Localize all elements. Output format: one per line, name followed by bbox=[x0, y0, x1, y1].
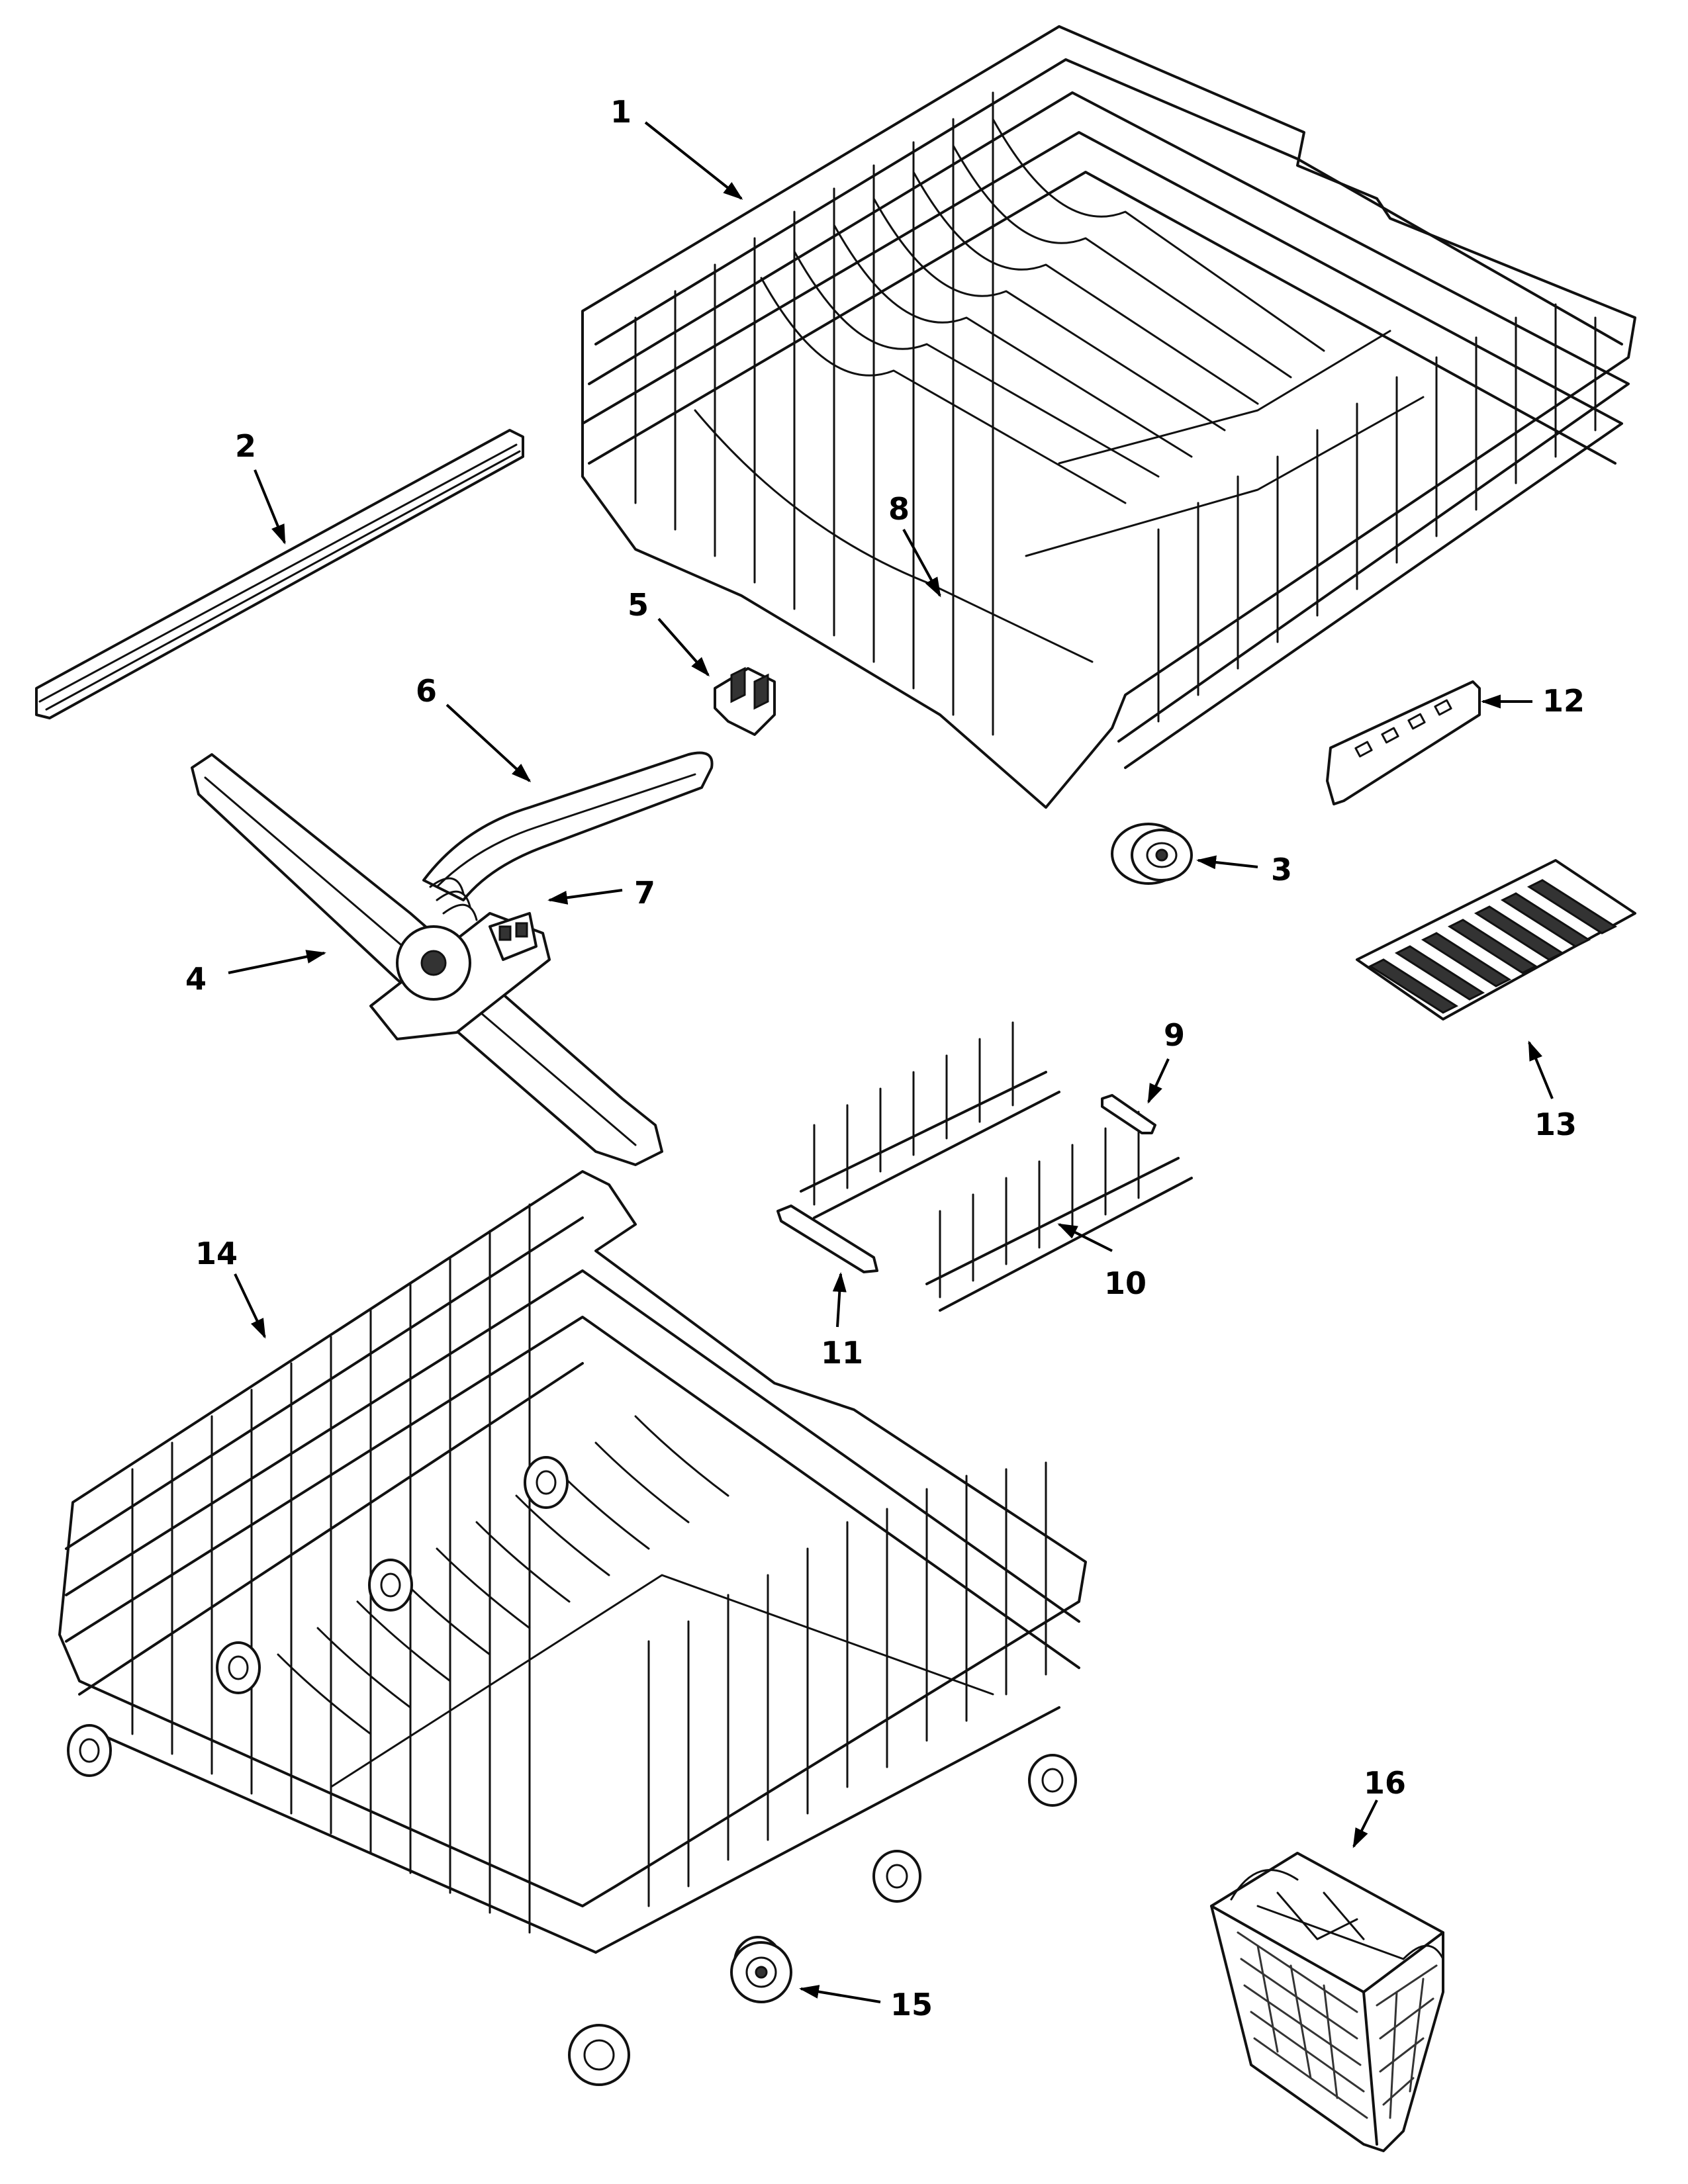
leader-8 bbox=[902, 529, 941, 598]
leader-3 bbox=[1196, 855, 1258, 870]
tine-row-lower bbox=[925, 1111, 1193, 1312]
callout-15: 15 bbox=[890, 1987, 933, 2023]
callout-12: 12 bbox=[1542, 683, 1585, 719]
leader-11 bbox=[832, 1272, 847, 1328]
leader-13 bbox=[1528, 1040, 1554, 1099]
leader-5 bbox=[657, 617, 710, 677]
leader-2 bbox=[254, 469, 286, 545]
tine-bracket bbox=[1326, 680, 1481, 805]
silverware-basket bbox=[1210, 1852, 1444, 2152]
leader-4 bbox=[228, 950, 326, 974]
callout-9: 9 bbox=[1164, 1017, 1185, 1053]
rack-track bbox=[35, 429, 524, 719]
callout-6: 6 bbox=[416, 673, 437, 709]
leader-lines bbox=[228, 121, 1554, 2003]
callout-10: 10 bbox=[1104, 1265, 1147, 1301]
callout-11: 11 bbox=[821, 1335, 863, 1371]
folding-tines bbox=[1356, 859, 1636, 1021]
leader-16 bbox=[1352, 1799, 1378, 1848]
callout-13: 13 bbox=[1534, 1107, 1577, 1142]
callout-4: 4 bbox=[185, 961, 207, 997]
callout-3: 3 bbox=[1271, 852, 1292, 887]
callout-7: 7 bbox=[634, 875, 655, 911]
callout-5: 5 bbox=[628, 587, 649, 623]
upper-rack bbox=[581, 25, 1636, 809]
callout-2: 2 bbox=[235, 428, 256, 464]
lower-rack-wheels bbox=[67, 1456, 1077, 1989]
rack-wheel bbox=[1111, 823, 1193, 885]
lower-rack bbox=[58, 1170, 1087, 1989]
leader-9 bbox=[1147, 1058, 1170, 1104]
callout-16: 16 bbox=[1364, 1765, 1406, 1801]
leader-1 bbox=[644, 121, 743, 200]
spray-arm-assembly bbox=[191, 751, 714, 1166]
rack-clip bbox=[714, 666, 776, 736]
callout-14: 14 bbox=[195, 1236, 238, 1271]
leader-10 bbox=[1057, 1223, 1113, 1252]
tine-row-upper bbox=[800, 1021, 1060, 1219]
leader-6 bbox=[445, 704, 532, 783]
callout-1: 1 bbox=[610, 94, 632, 130]
callout-8: 8 bbox=[888, 491, 910, 527]
callout-numbers: 1 2 3 4 5 6 7 8 9 10 11 12 13 14 15 16 bbox=[185, 94, 1585, 2023]
leader-14 bbox=[234, 1273, 266, 1339]
leader-7 bbox=[547, 889, 623, 905]
tine-clip-11 bbox=[776, 1205, 878, 1273]
leader-15 bbox=[799, 1985, 881, 2003]
tine-clip-9 bbox=[1101, 1094, 1156, 1134]
lower-rack-wheel bbox=[568, 1941, 792, 2086]
